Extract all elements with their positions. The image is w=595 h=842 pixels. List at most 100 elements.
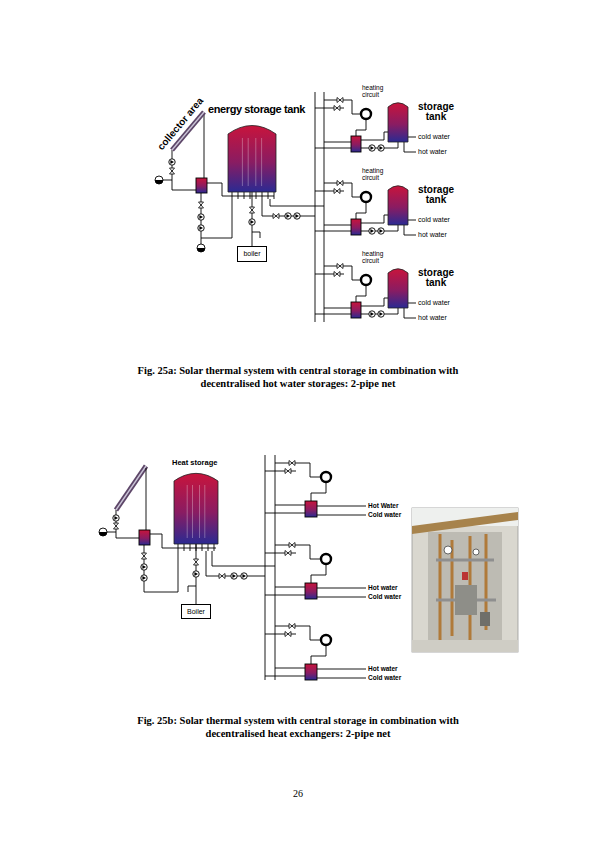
water-label: hot water	[418, 148, 447, 156]
pump-symbol	[141, 575, 147, 581]
stratification-pipe	[187, 485, 188, 538]
pipe-line	[206, 551, 265, 576]
pipe-line	[144, 545, 178, 592]
pipe-line	[107, 455, 275, 680]
valve-symbol	[219, 574, 225, 579]
station-photo	[444, 546, 452, 554]
dwelling-unit	[315, 98, 416, 153]
station-photo	[455, 585, 477, 615]
hot-water-tank: storage tank	[388, 185, 408, 225]
expansion-vessel	[197, 244, 205, 252]
collector-panel: collector area	[166, 108, 208, 154]
pipe-line	[204, 114, 205, 178]
valve-symbol	[199, 202, 204, 208]
valve-symbol	[273, 214, 279, 219]
circuit-label: heating circuit	[362, 167, 394, 181]
node-heading: storage tank	[412, 102, 460, 121]
water-label: Hot Water	[368, 502, 398, 510]
pipe-line	[232, 192, 274, 199]
node-heading: storage tank	[412, 185, 460, 204]
pipe-line	[207, 183, 230, 196]
pipe-line	[252, 232, 260, 238]
pipe-line	[188, 586, 196, 592]
pipe-line	[107, 532, 116, 533]
station-photo	[462, 572, 468, 580]
heat-storage-tank: Heat storage	[174, 472, 218, 544]
pump-symbol	[141, 564, 147, 570]
stratification-pipe	[199, 485, 200, 538]
node-heading: Heat storage	[172, 459, 217, 466]
tank-body	[388, 186, 408, 225]
riser-pipe	[315, 92, 324, 322]
pump-symbol	[241, 573, 247, 579]
pipe-line	[163, 92, 324, 322]
stratification-pipe	[204, 485, 205, 538]
circuit-label: heating circuit	[362, 84, 394, 98]
pump-symbol	[294, 213, 300, 219]
water-label: Cold water	[368, 674, 401, 682]
valve-symbol	[250, 207, 255, 213]
circuit-label: heating circuit	[362, 250, 394, 264]
node-heading: storage tank	[412, 268, 460, 287]
water-label: Hot water	[368, 665, 398, 673]
figure-caption: Fig. 25a: Solar thermal system with cent…	[117, 364, 479, 390]
water-label: cold water	[418, 216, 450, 224]
pump-symbol	[113, 515, 119, 521]
water-label: Cold water	[368, 593, 401, 601]
station-photo	[440, 534, 486, 640]
pipe-line	[270, 199, 324, 206]
pipe-line	[146, 468, 147, 530]
tank-body	[228, 126, 276, 193]
pipe-line	[116, 510, 139, 538]
pipe-line	[201, 238, 202, 244]
pipe-line	[172, 150, 196, 190]
pump-symbol	[285, 213, 291, 219]
heat-exchanger	[139, 530, 150, 545]
collector-panel	[116, 466, 146, 510]
box-label: boiler	[238, 247, 266, 261]
pump-symbol	[193, 571, 199, 577]
dwelling-unit	[265, 543, 366, 600]
valve-symbol	[142, 553, 147, 559]
tank-shape	[388, 185, 408, 225]
station-photo	[412, 508, 518, 652]
water-label: hot water	[418, 231, 447, 239]
hot-water-tank: storage tank	[388, 268, 408, 308]
station-photo	[412, 640, 518, 652]
station-photo	[473, 549, 479, 555]
box-label: Boiler	[182, 605, 210, 618]
expansion-vessel	[99, 528, 107, 536]
page-number: 26	[268, 788, 328, 800]
tank-body	[388, 269, 408, 308]
valve-symbol	[194, 559, 199, 565]
station-photo	[480, 612, 490, 626]
energy-storage-tank: energy storage tank	[228, 124, 276, 192]
node-heading: energy storage tank	[208, 104, 305, 114]
station-photo	[412, 512, 518, 534]
water-label: Cold water	[368, 511, 401, 519]
stratification-pipe	[248, 138, 249, 186]
figure-caption: Fig. 25b: Solar thermal system with cent…	[117, 714, 479, 740]
tank-shape	[174, 472, 218, 544]
dwelling-unit	[315, 181, 416, 236]
pump-symbol	[169, 159, 175, 165]
boiler-box: Boiler	[181, 604, 211, 619]
dwelling-unit	[315, 264, 416, 319]
pipe-line	[230, 196, 274, 197]
expansion-vessel	[155, 176, 163, 184]
tank-shape	[388, 102, 408, 142]
heat-exchanger	[196, 178, 207, 193]
stratification-pipe	[192, 485, 193, 538]
water-label: Hot water	[368, 584, 398, 592]
stratification-pipe	[255, 138, 256, 186]
valve-symbol	[114, 523, 119, 529]
pipe-line	[163, 180, 172, 181]
pump-symbol	[198, 225, 204, 231]
tank-shape	[228, 124, 276, 192]
dwelling-unit	[265, 461, 366, 518]
tank-body	[388, 103, 408, 142]
valve-symbol	[170, 168, 175, 174]
pump-symbol	[198, 214, 204, 220]
dwelling-unit	[265, 624, 366, 681]
